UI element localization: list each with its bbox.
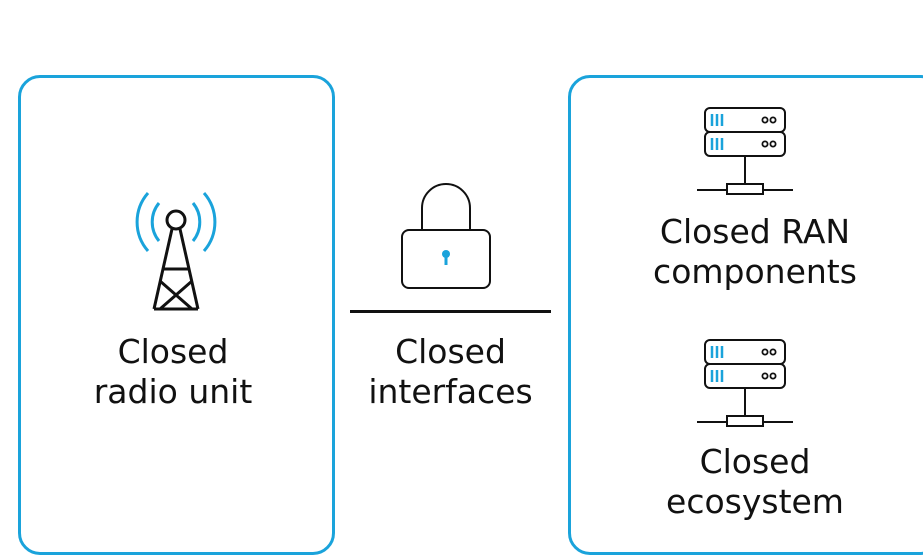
padlock-icon: [401, 183, 491, 289]
radio-unit-panel: [18, 75, 335, 555]
radio-unit-label: Closed radio unit: [93, 332, 253, 411]
server-icon: [697, 339, 793, 427]
interface-divider-line: [350, 310, 551, 313]
server-icon: [697, 107, 793, 195]
ecosystem-label: Closed ecosystem: [666, 442, 844, 521]
ran-components-label: Closed RAN components: [653, 212, 857, 291]
interfaces-label: Closed interfaces: [368, 332, 533, 411]
cell-tower-icon: [135, 192, 217, 311]
